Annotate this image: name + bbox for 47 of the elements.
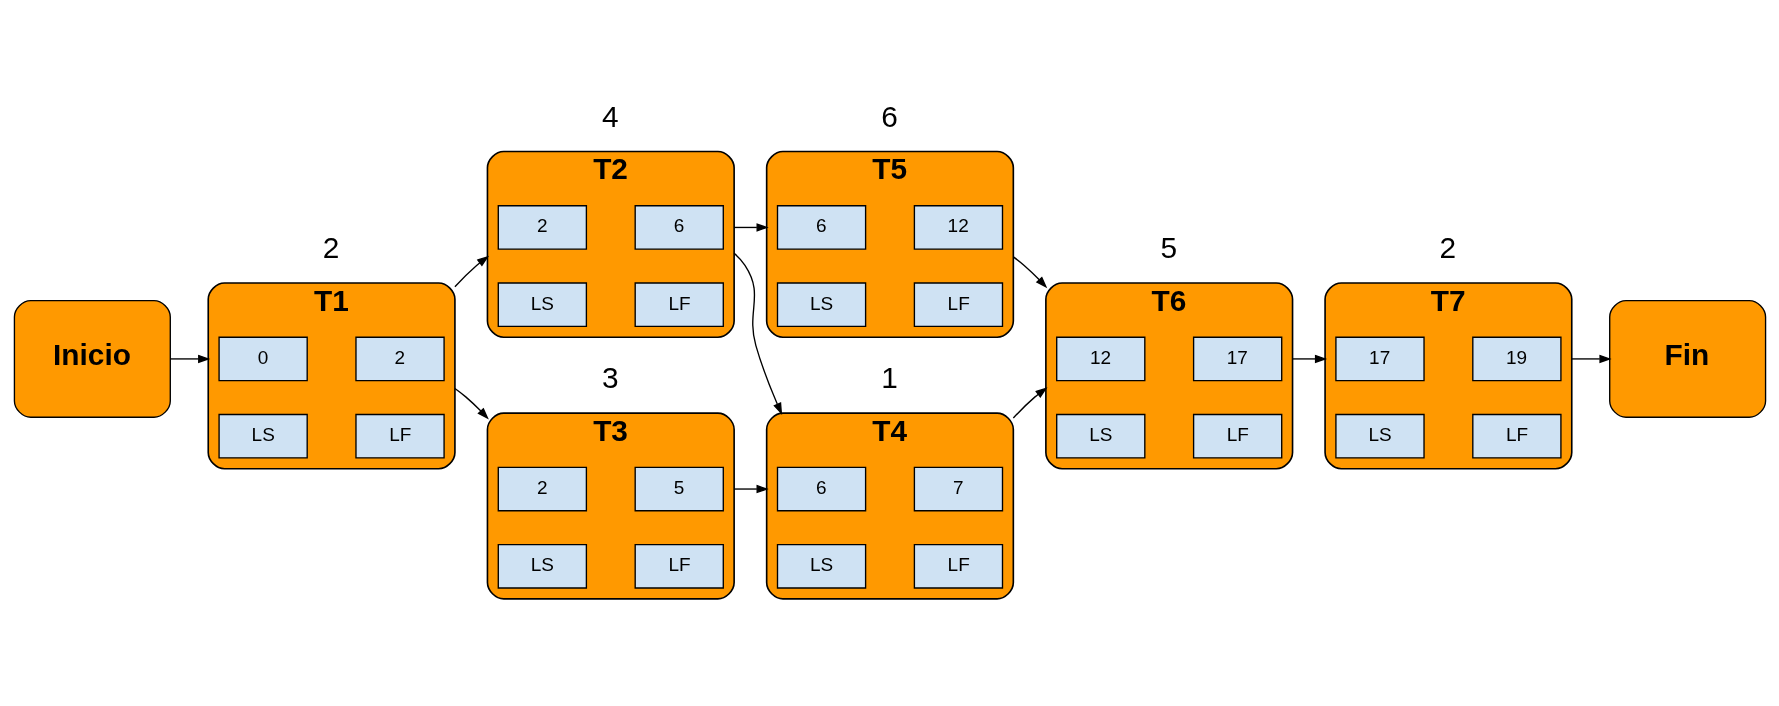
node-label: 6 (880, 99, 898, 133)
arrow (1570, 354, 1612, 363)
node-box: 6 (776, 466, 866, 511)
node-box: LS (776, 543, 866, 589)
node-box: 17 (1192, 336, 1282, 381)
node-box: 7 (913, 466, 1003, 511)
arrow (732, 252, 782, 415)
node-box: LF (634, 543, 724, 589)
node-box: 19 (1471, 336, 1562, 381)
node-box: 0 (217, 336, 308, 381)
node-label: 1 (880, 360, 898, 394)
node-box: LF (634, 281, 724, 327)
node-box: 2 (497, 466, 587, 511)
node-box: LF (1192, 413, 1282, 459)
arrow (1012, 386, 1047, 419)
arrow (1291, 354, 1327, 363)
node-box: 5 (634, 466, 724, 511)
arrow (732, 484, 769, 493)
node-box: 6 (634, 204, 724, 250)
node-box: LS (217, 413, 308, 459)
node-box: 6 (776, 204, 866, 250)
node-label: 4 (601, 99, 619, 133)
arrow (453, 255, 489, 287)
arrow (453, 387, 489, 419)
arrow (1012, 255, 1047, 288)
node-box: LS (1334, 413, 1425, 459)
node-box: 17 (1334, 336, 1425, 381)
arrow (732, 222, 769, 232)
node-box: LF (913, 543, 1003, 589)
node-box: LF (354, 413, 445, 459)
node-box: LS (497, 281, 587, 327)
node-label: 2 (1439, 230, 1456, 264)
node-box: LF (1471, 413, 1562, 459)
node-box: 12 (913, 204, 1003, 250)
node-box: LS (776, 281, 866, 327)
node-box: 2 (354, 336, 445, 381)
node-label: 3 (601, 360, 619, 394)
node-box: LF (913, 281, 1003, 327)
node-box: Inicio (13, 299, 171, 418)
node-label: 2 (322, 230, 339, 264)
node-box: Fin (1608, 299, 1766, 418)
node-box: 12 (1055, 336, 1145, 381)
arrow (169, 354, 210, 363)
node-box: LS (1055, 413, 1145, 459)
node-label: 5 (1159, 230, 1177, 264)
node-box: 2 (497, 204, 587, 250)
node-box: LS (497, 543, 587, 589)
